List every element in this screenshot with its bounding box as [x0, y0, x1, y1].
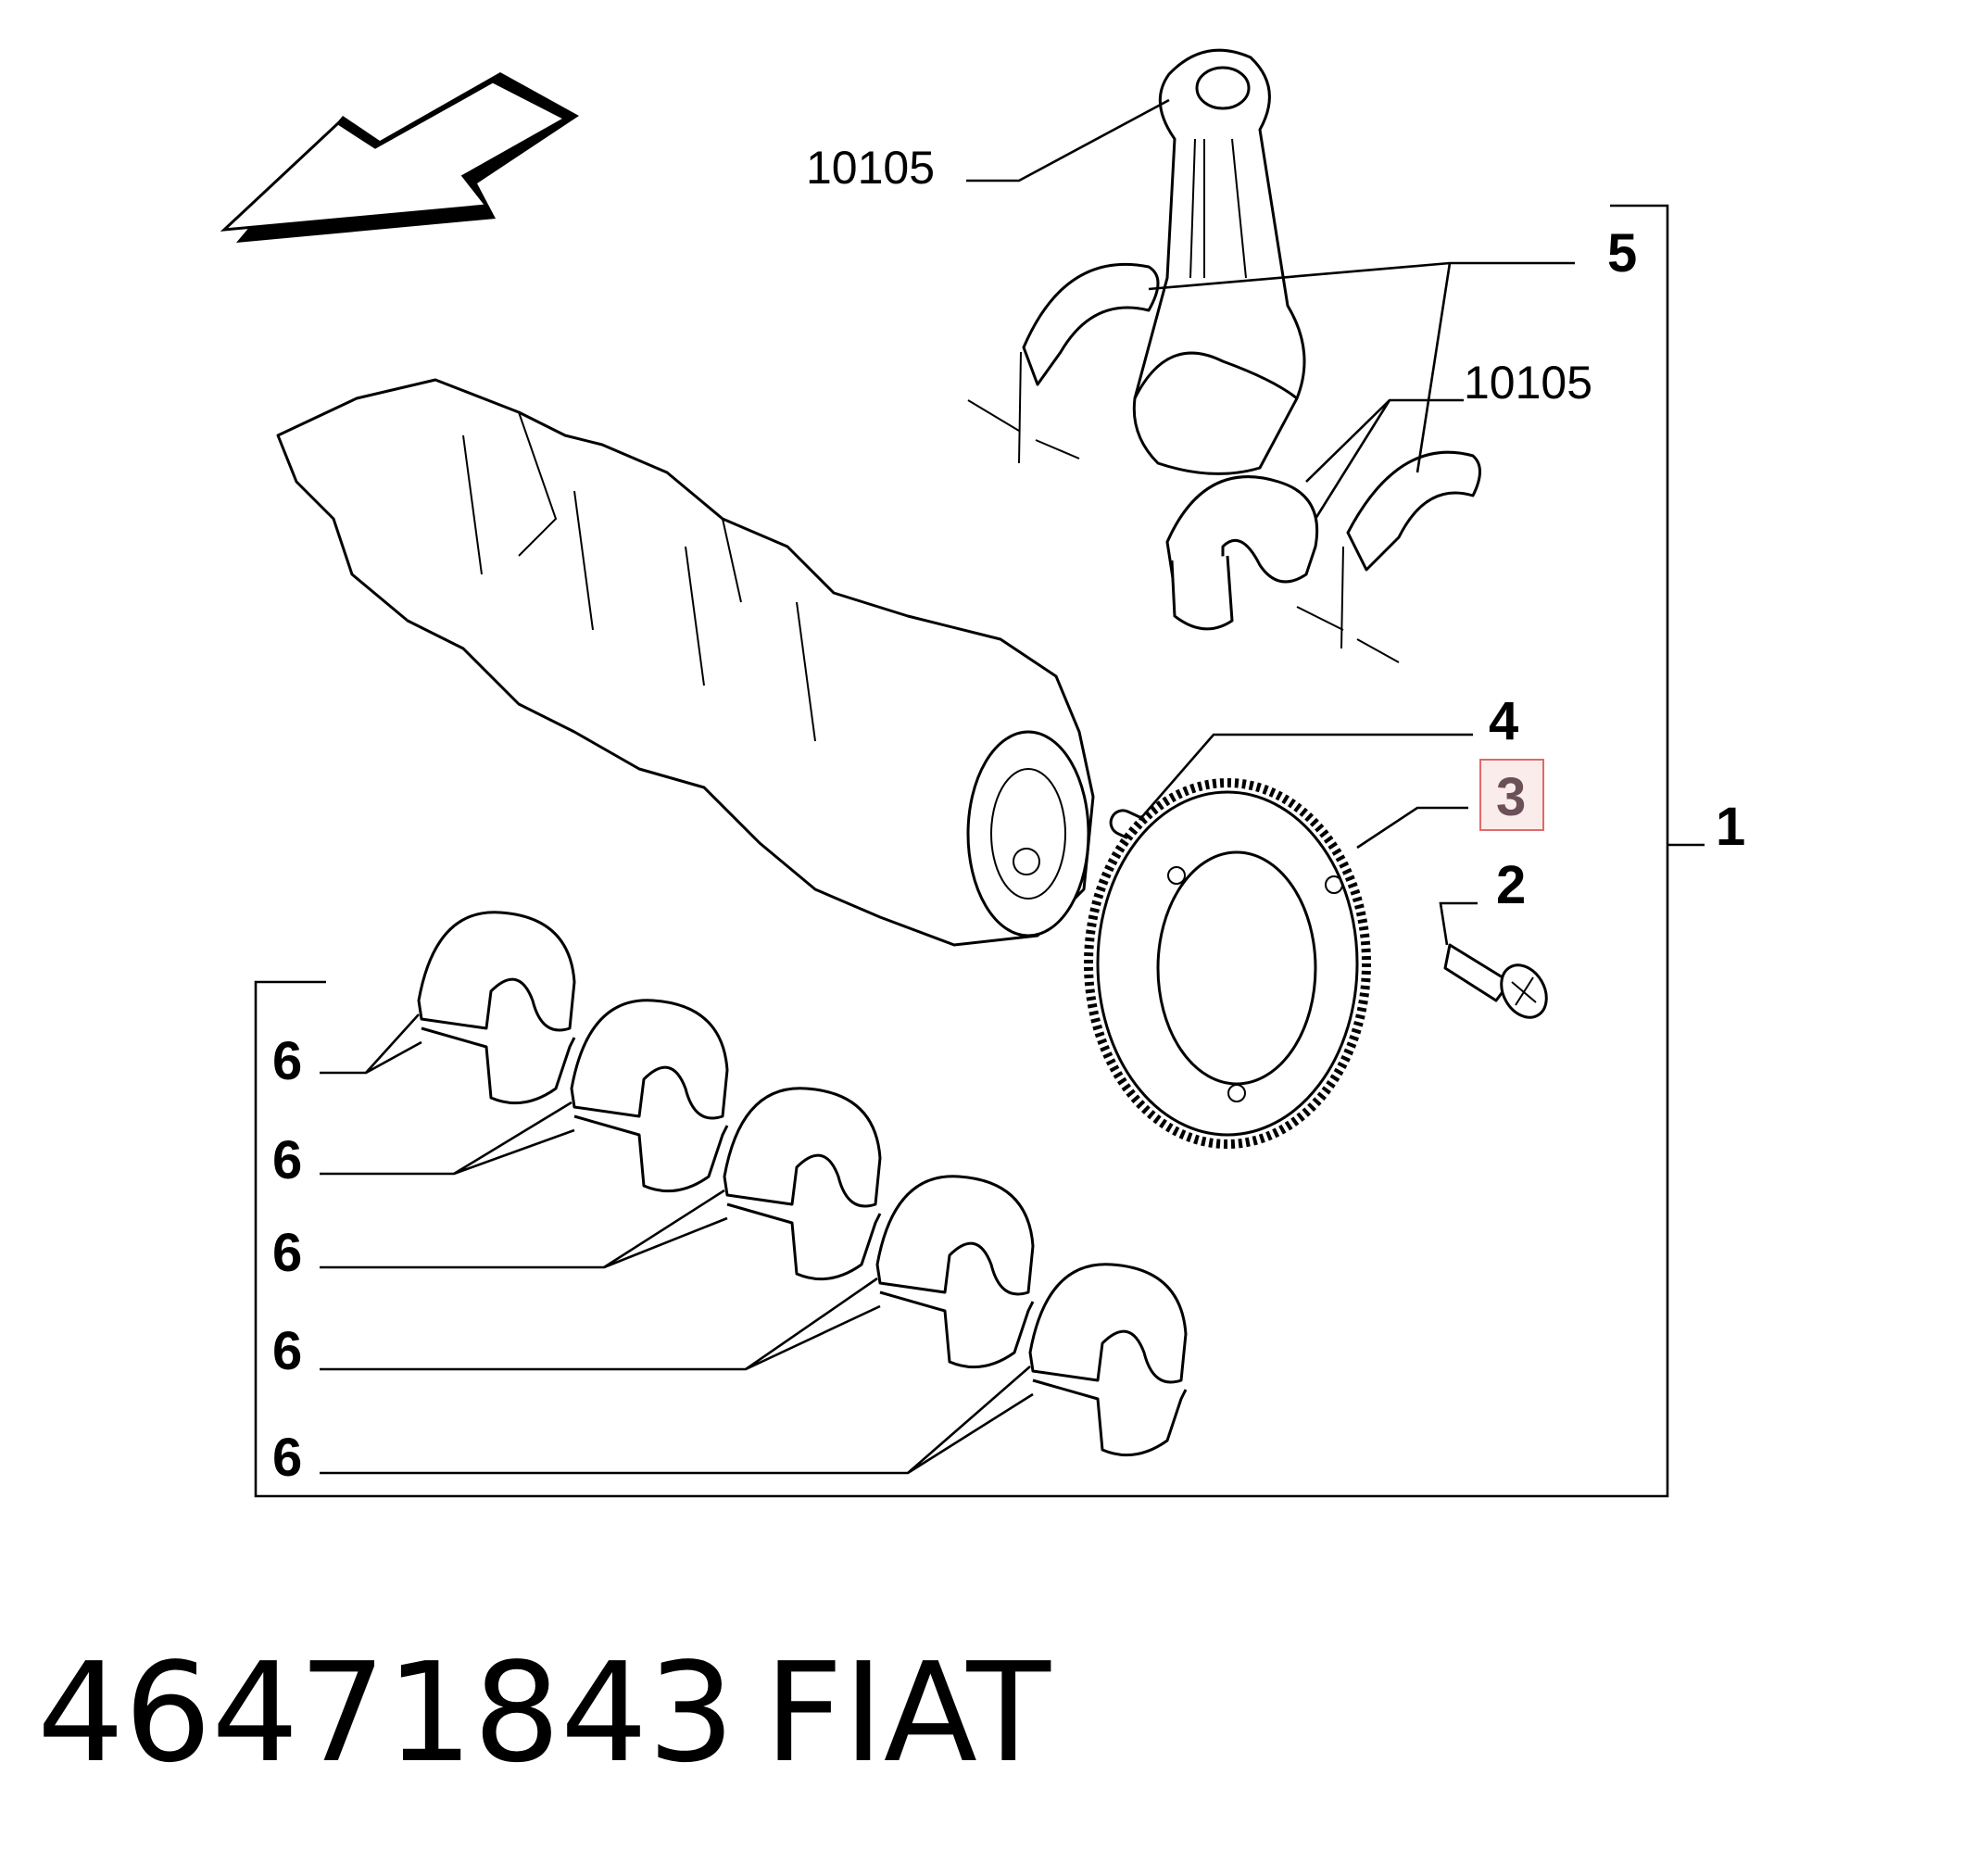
leader-main-bearing-4 [320, 1277, 881, 1371]
main-bearing-shell [723, 1087, 882, 1281]
leader-main-bearing-5 [320, 1366, 1034, 1475]
ring-gear-highlight [1479, 759, 1544, 831]
crankshaft [276, 378, 1095, 947]
callout-assembly: 1 [1716, 797, 1745, 857]
main-bearing-shell [875, 1175, 1035, 1369]
leader-conrod-top [966, 98, 1170, 183]
callout-main-bearing: 6 [272, 1223, 302, 1283]
connecting-rod [1132, 48, 1306, 475]
conrod-bearing-shell [1165, 475, 1319, 631]
callout-main-bearing: 6 [272, 1130, 302, 1190]
leader-conrod-bearing [1305, 398, 1464, 520]
leader-thrust-washers [1148, 261, 1575, 473]
main-bearing-shell [570, 999, 729, 1193]
ring-gear [1084, 778, 1371, 1149]
callout-main-bearing: 6 [272, 1031, 302, 1091]
brand-name: FIAT [764, 1633, 1051, 1793]
callout-ring-gear: 3 [1496, 767, 1526, 827]
leader-main-bearing-1 [320, 1013, 422, 1075]
main-bearing-shell [417, 911, 576, 1105]
callout-bolt: 2 [1496, 855, 1526, 915]
callout-main-bearing: 6 [272, 1321, 302, 1381]
callout-main-bearing: 6 [272, 1428, 302, 1488]
thrust-washer-dimension [1018, 351, 1344, 649]
callout-conrod-top: 10105 [806, 142, 935, 194]
part-number: 46471843 [37, 1633, 735, 1793]
callout-dowel: 4 [1489, 691, 1518, 751]
main-bearing-shell [1028, 1263, 1188, 1457]
bolt [1443, 943, 1548, 1019]
thrust-washer-lower [1346, 450, 1481, 572]
assembly-bracket [254, 204, 1669, 1498]
leader-ring-gear [1356, 806, 1468, 850]
leader-main-bearing-3 [320, 1189, 728, 1269]
thrust-washer-arrows [967, 399, 1400, 663]
callout-thrust-washers: 5 [1607, 223, 1637, 283]
callout-conrod-bearing: 10105 [1464, 357, 1592, 409]
direction-arrow-icon [220, 72, 579, 243]
thrust-washer-upper [1022, 262, 1160, 386]
main-bearing-shells [417, 911, 1188, 1457]
leader-bolt [1439, 901, 1478, 946]
leader-dowel [1139, 733, 1473, 821]
leader-main-bearing-2 [320, 1101, 575, 1176]
